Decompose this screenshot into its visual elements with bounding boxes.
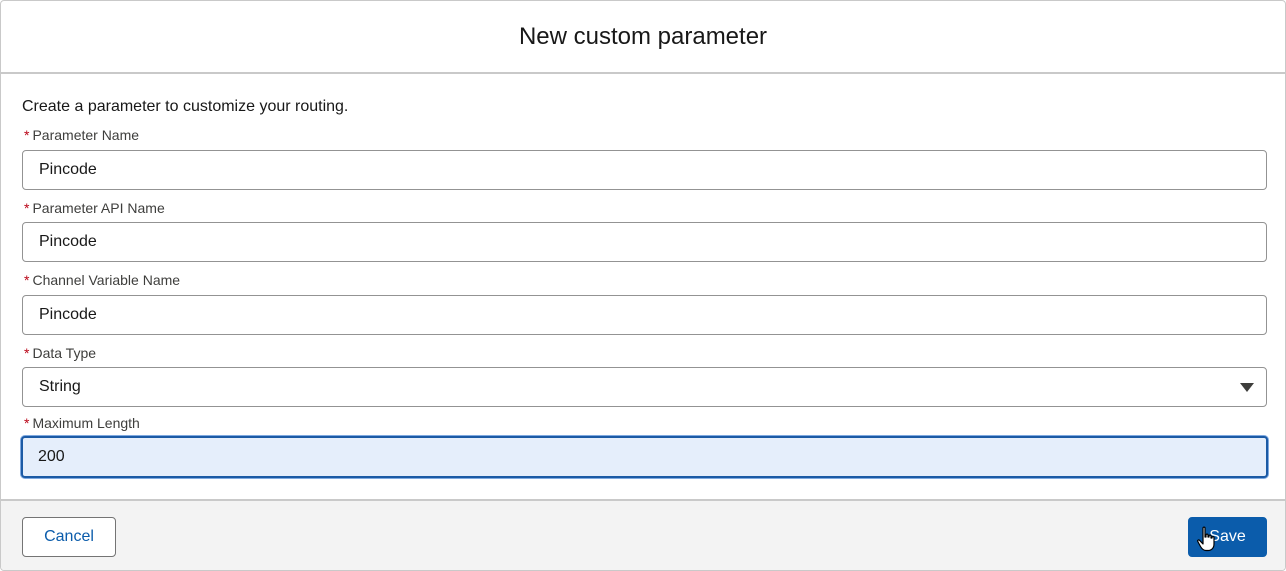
data-type-label-text: Data Type	[32, 345, 97, 361]
parameter-name-value: Pincode	[39, 161, 97, 178]
cancel-button[interactable]: Cancel	[22, 517, 116, 557]
maximum-length-label-text: Maximum Length	[32, 415, 140, 431]
hand-pointer-icon	[1197, 526, 1215, 552]
maximum-length-label: *Maximum Length	[24, 415, 140, 431]
channel-variable-name-input[interactable]: Pincode	[22, 295, 1267, 335]
modal-footer: Cancel Save	[1, 499, 1285, 570]
parameter-api-name-label-text: Parameter API Name	[32, 200, 165, 216]
required-marker: *	[24, 127, 30, 143]
maximum-length-input[interactable]: 200	[21, 436, 1268, 478]
channel-variable-name-label-text: Channel Variable Name	[32, 272, 181, 288]
modal-header: New custom parameter	[1, 1, 1285, 74]
modal-body: Create a parameter to customize your rou…	[1, 74, 1285, 499]
required-marker: *	[24, 345, 30, 361]
required-marker: *	[24, 415, 30, 431]
channel-variable-name-label: *Channel Variable Name	[24, 272, 180, 288]
parameter-name-label-text: Parameter Name	[32, 127, 140, 143]
parameter-api-name-value: Pincode	[39, 233, 97, 250]
intro-text: Create a parameter to customize your rou…	[22, 98, 349, 115]
chevron-down-icon[interactable]	[1240, 383, 1254, 392]
modal-title: New custom parameter	[518, 22, 768, 50]
parameter-name-input[interactable]: Pincode	[22, 150, 1267, 190]
data-type-label: *Data Type	[24, 345, 96, 361]
parameter-name-label: *Parameter Name	[24, 127, 139, 143]
required-marker: *	[24, 200, 30, 216]
data-type-value: String	[39, 378, 81, 395]
data-type-select[interactable]: String	[22, 367, 1267, 407]
parameter-api-name-label: *Parameter API Name	[24, 200, 165, 216]
maximum-length-value: 200	[38, 448, 65, 465]
channel-variable-name-value: Pincode	[39, 306, 97, 323]
save-button[interactable]: Save	[1188, 517, 1267, 557]
parameter-api-name-input[interactable]: Pincode	[22, 222, 1267, 262]
required-marker: *	[24, 272, 30, 288]
